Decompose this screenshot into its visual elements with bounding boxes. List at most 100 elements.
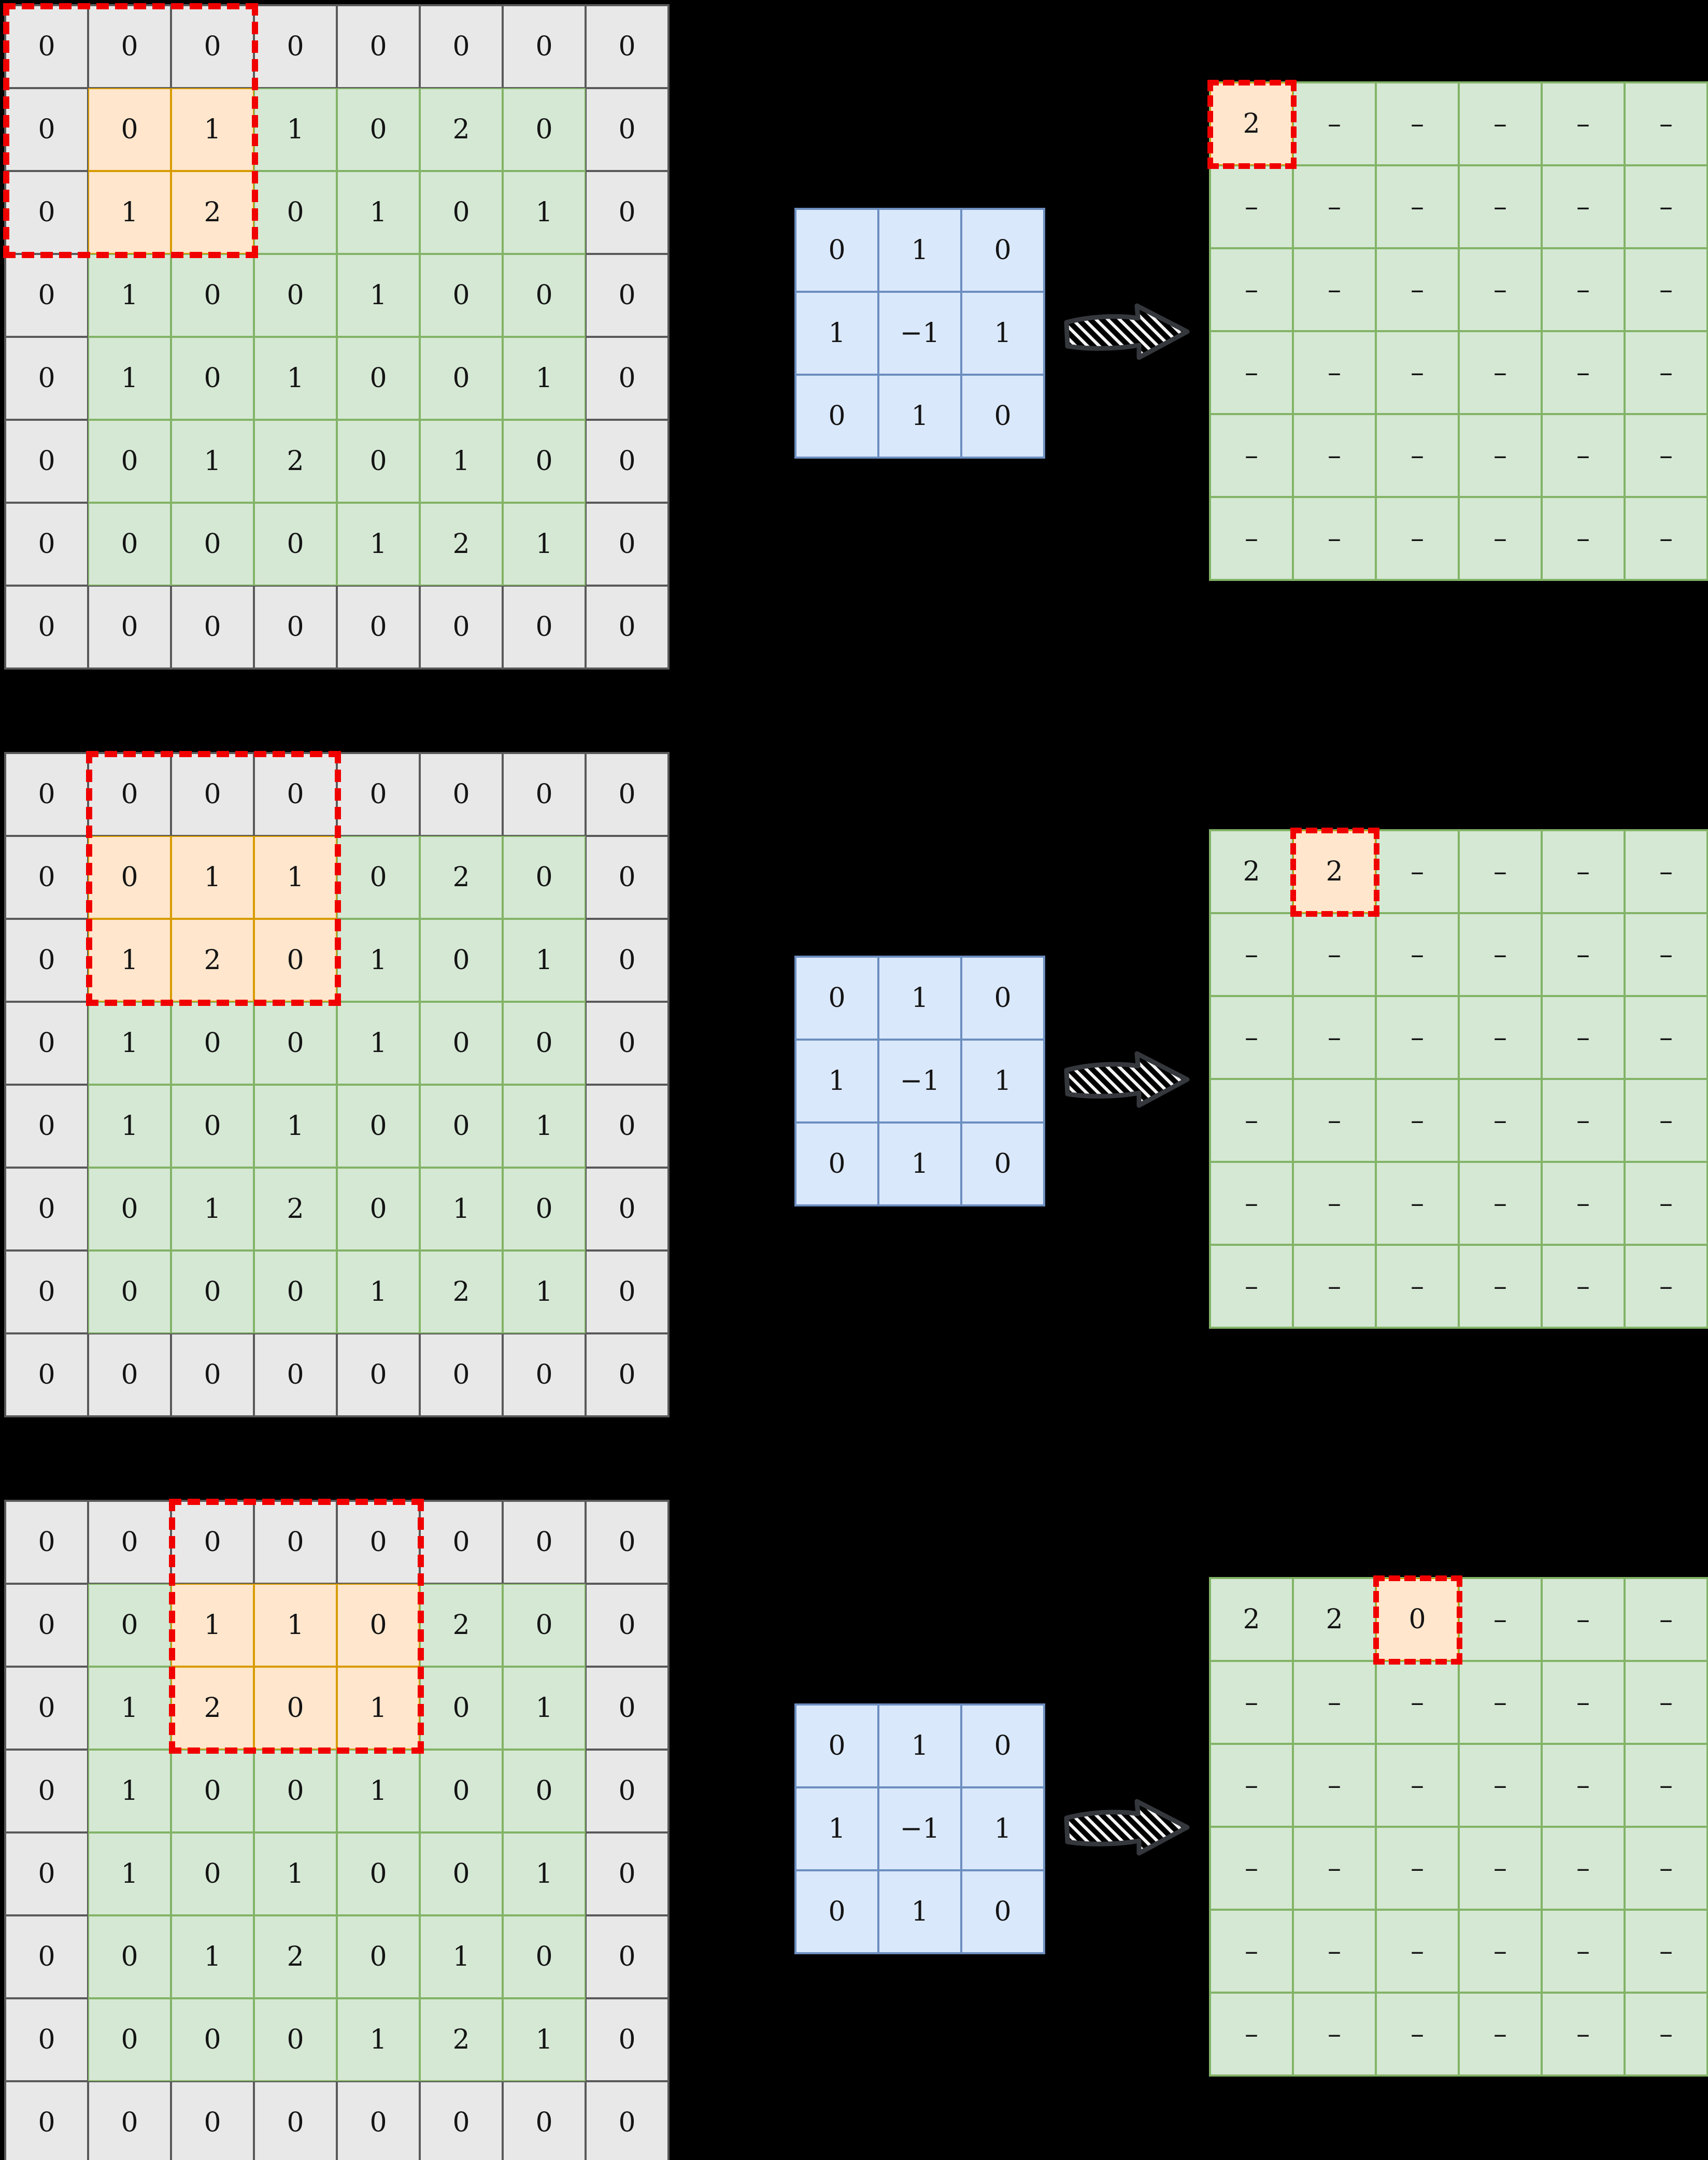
input-padding-cell: 0 xyxy=(586,1584,668,1667)
output-cell: – xyxy=(1376,1661,1459,1744)
input-cell: 0 xyxy=(503,1002,586,1085)
input-cell: 0 xyxy=(337,1168,420,1250)
input-cell: 1 xyxy=(503,1667,586,1750)
kernel-cell: 1 xyxy=(878,209,961,292)
output-cell: – xyxy=(1542,414,1625,497)
output-cell: – xyxy=(1293,1079,1376,1162)
output-cell: – xyxy=(1542,248,1625,331)
input-cell: 1 xyxy=(171,1168,254,1250)
input-padding-cell: 0 xyxy=(586,586,668,669)
kernel-cell: 0 xyxy=(961,1704,1044,1787)
output-cell: – xyxy=(1376,1079,1459,1162)
output-cell: – xyxy=(1542,1162,1625,1245)
output-cell: – xyxy=(1542,1661,1625,1744)
input-cell: 1 xyxy=(254,836,337,919)
input-cell: 0 xyxy=(337,1085,420,1168)
input-cell: 0 xyxy=(171,503,254,586)
output-highlight-cell: 0 xyxy=(1376,1578,1459,1661)
output-cell: – xyxy=(1625,1578,1707,1661)
input-padding-cell: 0 xyxy=(88,2081,171,2160)
input-cell: 0 xyxy=(254,254,337,337)
output-cell: – xyxy=(1625,165,1707,248)
output-cell: – xyxy=(1210,1661,1293,1744)
output-cell: – xyxy=(1542,996,1625,1079)
input-cell: 2 xyxy=(420,836,503,919)
input-padding-cell: 0 xyxy=(420,1501,503,1584)
input-cell: 0 xyxy=(337,88,420,171)
output-cell: – xyxy=(1293,248,1376,331)
input-cell: 0 xyxy=(420,919,503,1002)
input-cell: 0 xyxy=(337,420,420,503)
input-padding-cell: 0 xyxy=(337,753,420,836)
output-cell: – xyxy=(1376,165,1459,248)
output-cell: – xyxy=(1542,1744,1625,1827)
input-cell: 0 xyxy=(171,1085,254,1168)
input-cell: 0 xyxy=(254,1750,337,1832)
input-cell: 1 xyxy=(254,88,337,171)
input-cell: 1 xyxy=(88,337,171,420)
input-padding-cell: 0 xyxy=(5,836,88,919)
output-cell: – xyxy=(1459,1744,1542,1827)
output-cell: – xyxy=(1542,830,1625,913)
output-highlight-cell: 2 xyxy=(1210,82,1293,165)
output-cell: – xyxy=(1625,830,1707,913)
input-padding-cell: 0 xyxy=(586,88,668,171)
kernel-cell: 0 xyxy=(795,1122,878,1205)
input-cell: 0 xyxy=(171,1998,254,2081)
input-cell: 2 xyxy=(171,919,254,1002)
output-cell: – xyxy=(1625,1827,1707,1910)
output-cell: – xyxy=(1625,1910,1707,1993)
input-cell: 0 xyxy=(420,1002,503,1085)
output-cell: 2 xyxy=(1293,1578,1376,1661)
input-cell: 1 xyxy=(88,1667,171,1750)
kernel-cell: 0 xyxy=(795,1870,878,1953)
input-padding-cell: 0 xyxy=(88,586,171,669)
input-padding-cell: 0 xyxy=(586,836,668,919)
input-cell: 2 xyxy=(420,1998,503,2081)
output-cell: – xyxy=(1376,1827,1459,1910)
input-padding-cell: 0 xyxy=(420,753,503,836)
input-padding-cell: 0 xyxy=(171,753,254,836)
input-cell: 1 xyxy=(88,1085,171,1168)
output-cell: – xyxy=(1376,913,1459,996)
output-cell: – xyxy=(1376,331,1459,414)
input-cell: 2 xyxy=(420,1584,503,1667)
kernel-cell: 0 xyxy=(795,957,878,1040)
input-cell: 1 xyxy=(337,1250,420,1333)
input-padding-cell: 0 xyxy=(5,1832,88,1915)
input-cell: 0 xyxy=(254,1667,337,1750)
kernel-cell: 1 xyxy=(795,1040,878,1122)
input-padding-cell: 0 xyxy=(5,88,88,171)
input-padding-cell: 0 xyxy=(420,586,503,669)
input-padding-cell: 0 xyxy=(586,1085,668,1168)
input-padding-cell: 0 xyxy=(586,1002,668,1085)
input-padding-cell: 0 xyxy=(5,586,88,669)
input-cell: 1 xyxy=(503,1085,586,1168)
input-cell: 1 xyxy=(337,1998,420,2081)
kernel-cell: 0 xyxy=(961,957,1044,1040)
hatched-right-arrow-icon xyxy=(1061,1794,1191,1861)
input-padding-cell: 0 xyxy=(586,420,668,503)
output-cell: – xyxy=(1293,165,1376,248)
input-cell: 0 xyxy=(420,1832,503,1915)
input-cell: 0 xyxy=(503,420,586,503)
input-padding-cell: 0 xyxy=(503,2081,586,2160)
input-padding-cell: 0 xyxy=(5,171,88,254)
output-cell: – xyxy=(1210,913,1293,996)
input-padding-cell: 0 xyxy=(88,753,171,836)
input-padding-cell: 0 xyxy=(171,5,254,88)
input-cell: 2 xyxy=(254,1915,337,1998)
input-cell: 1 xyxy=(171,1915,254,1998)
input-cell: 0 xyxy=(171,337,254,420)
input-padding-cell: 0 xyxy=(171,1333,254,1416)
output-matrix-step-1: 2––––––––––––––––––––––––––––––––––– xyxy=(1207,80,1708,581)
output-cell: – xyxy=(1542,165,1625,248)
kernel-cell: 0 xyxy=(961,209,1044,292)
input-cell: 1 xyxy=(503,1832,586,1915)
input-padding-cell: 0 xyxy=(254,5,337,88)
